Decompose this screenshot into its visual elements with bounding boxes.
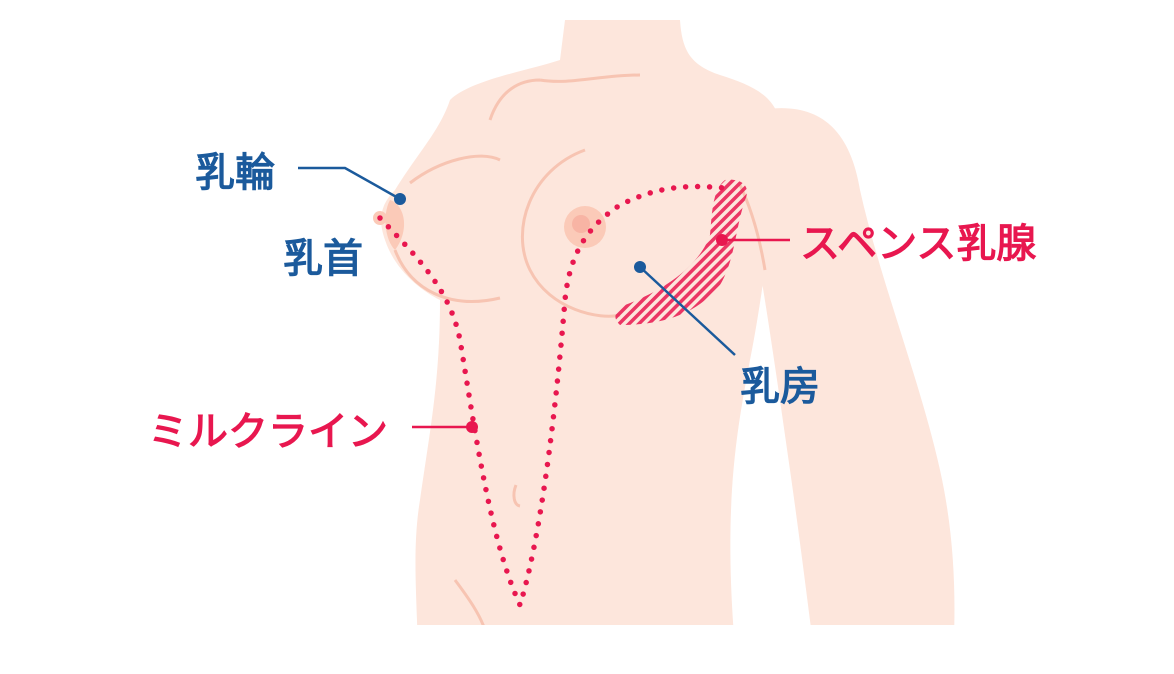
right-breast-outline bbox=[520, 148, 621, 318]
label-nipple: 乳首 bbox=[283, 236, 363, 282]
label-breast: 乳房 bbox=[740, 364, 820, 410]
label-milk-line: ミルクライン bbox=[148, 409, 388, 455]
areola-marker bbox=[394, 193, 406, 205]
spence-gland-area bbox=[615, 179, 748, 325]
torso-illustration bbox=[373, 20, 955, 625]
callout-spence: スペンス乳腺 bbox=[716, 221, 1037, 267]
left-areola bbox=[385, 200, 405, 250]
arm bbox=[760, 108, 955, 625]
breast-marker bbox=[634, 261, 646, 273]
torso bbox=[381, 20, 782, 625]
hip-line bbox=[453, 579, 485, 625]
right-nipple bbox=[572, 215, 590, 233]
milk-line-marker bbox=[466, 421, 478, 433]
label-spence: スペンス乳腺 bbox=[800, 221, 1037, 267]
label-areola: 乳輪 bbox=[195, 150, 275, 196]
left-breast-outline bbox=[393, 154, 501, 303]
callout-breast: 乳房 bbox=[634, 261, 820, 410]
spence-marker bbox=[716, 234, 728, 246]
navel bbox=[512, 484, 521, 508]
callout-areola: 乳輪 bbox=[195, 150, 406, 205]
callout-milk-line: ミルクライン bbox=[148, 409, 478, 455]
